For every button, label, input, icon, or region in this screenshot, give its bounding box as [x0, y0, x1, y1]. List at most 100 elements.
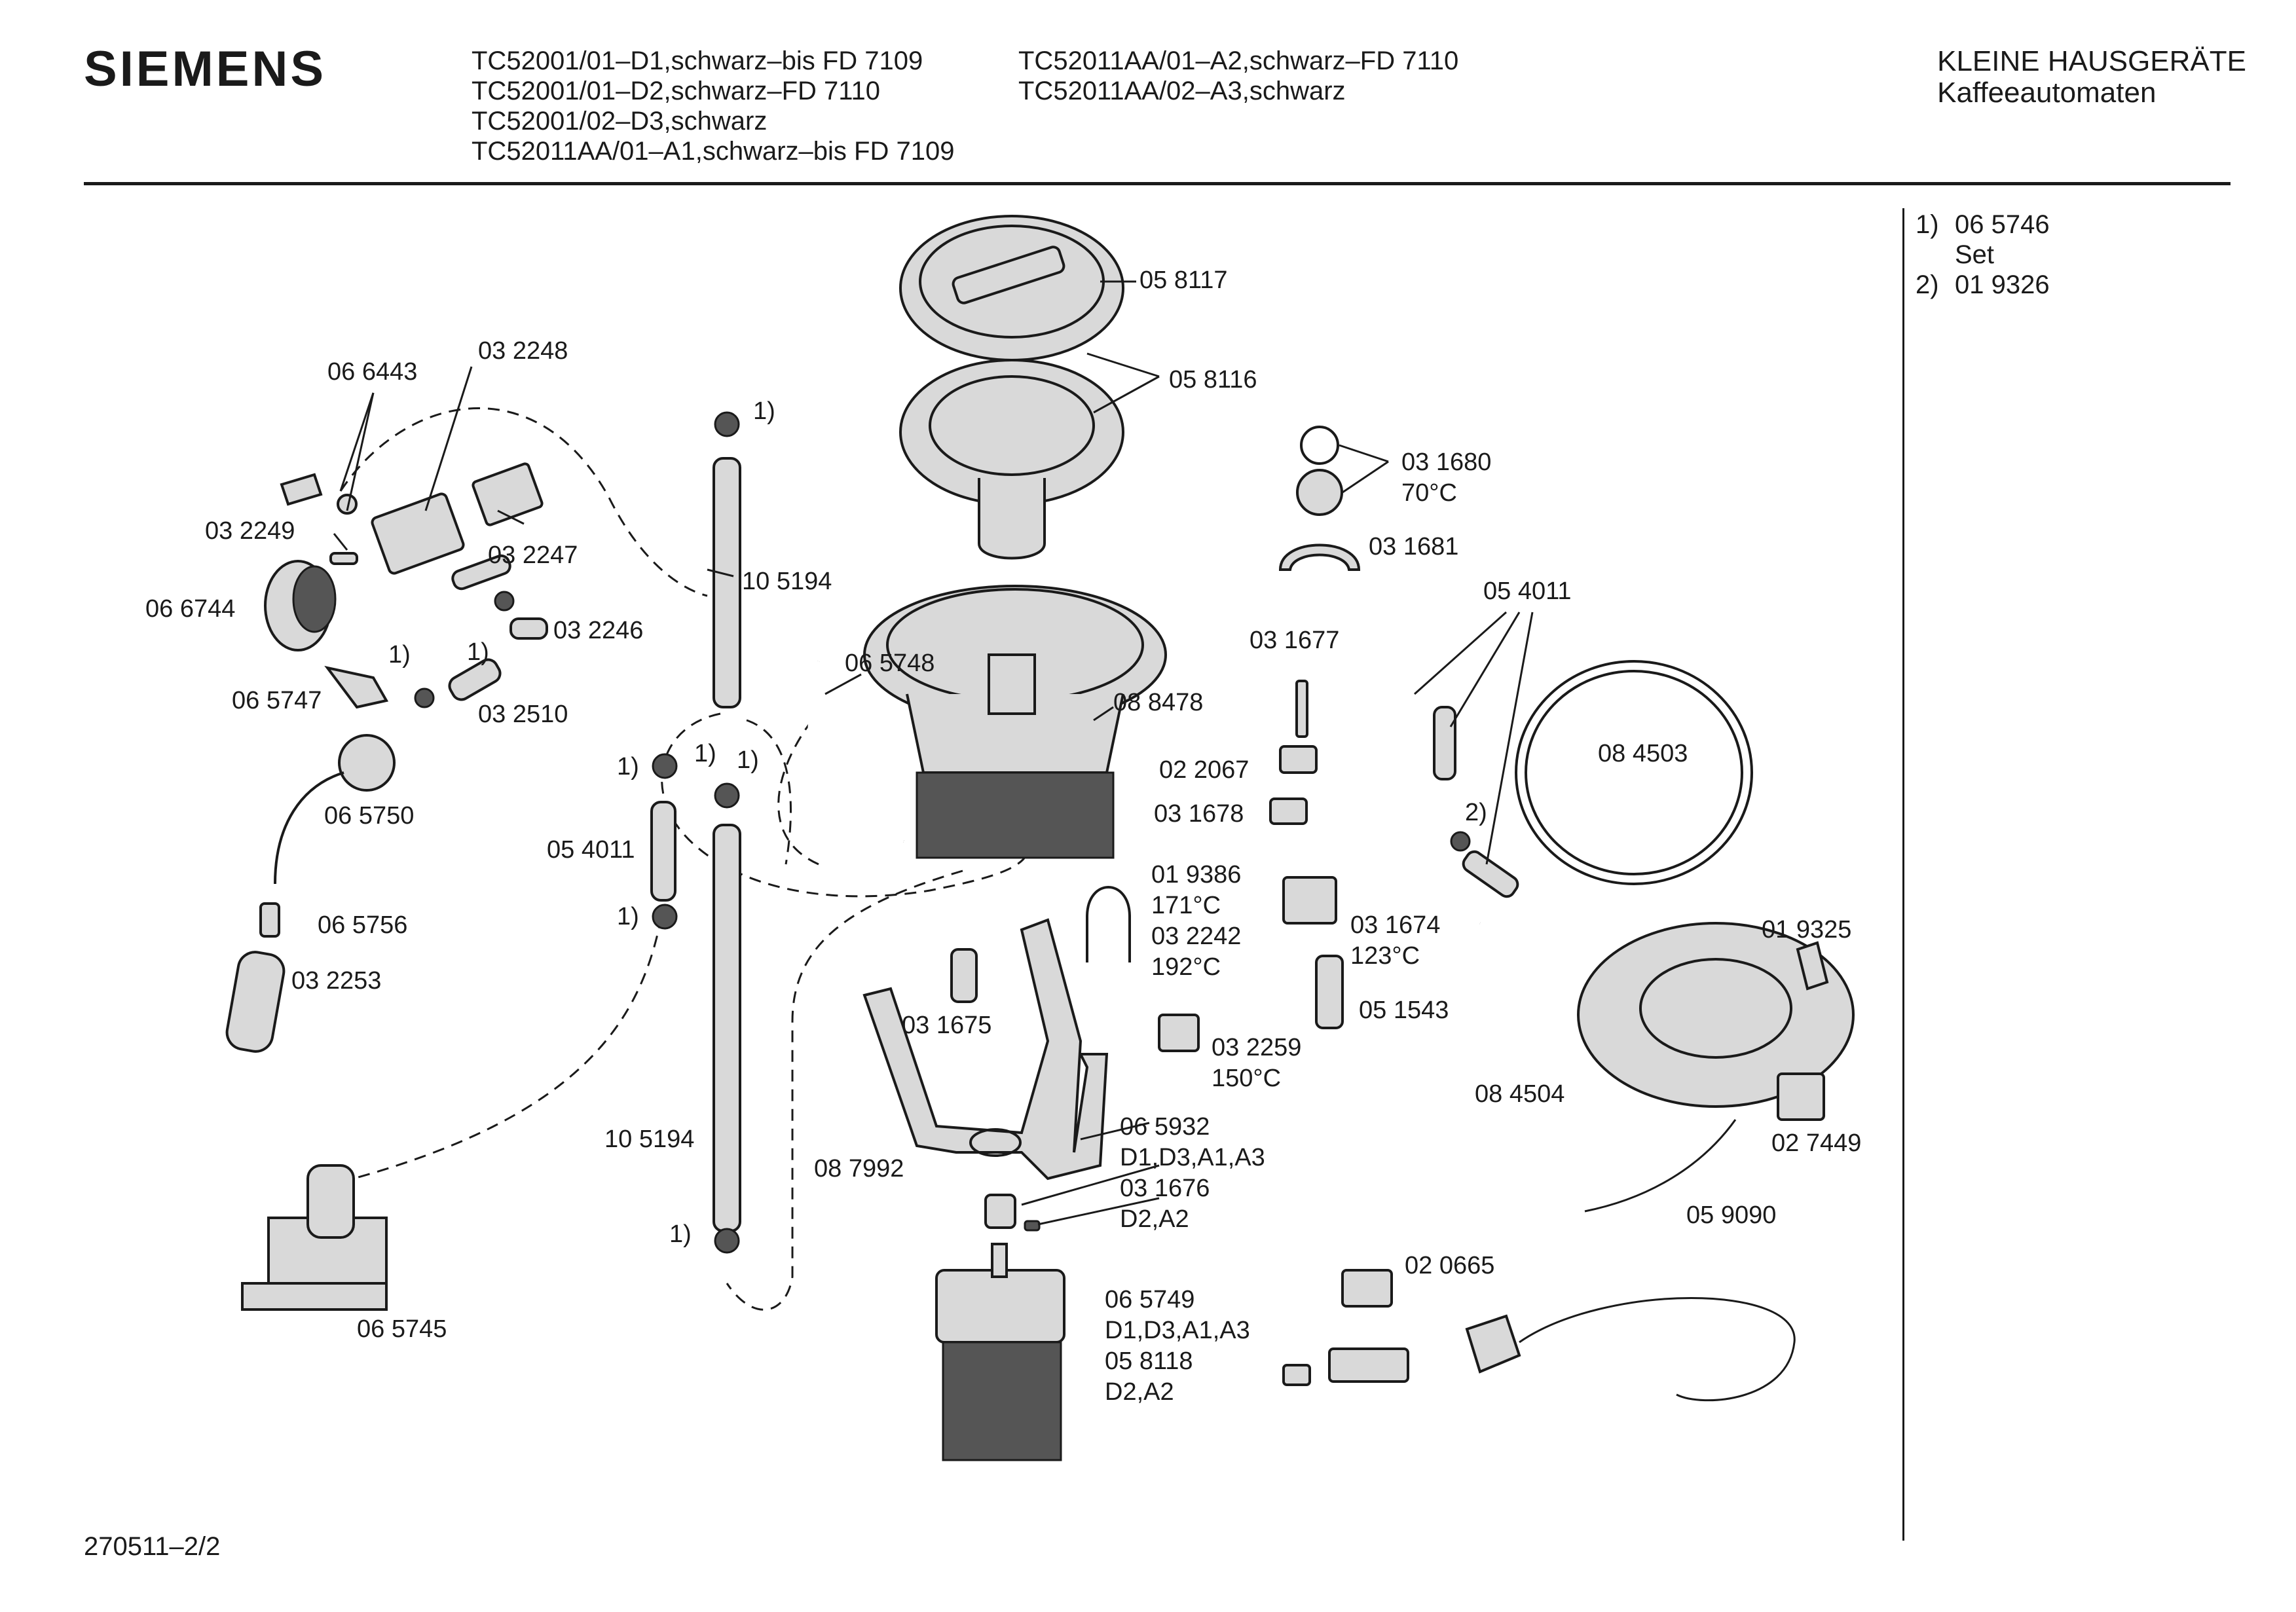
footnote-marker: 1)	[617, 753, 639, 780]
steam-pipe	[274, 771, 344, 885]
category-title: KLEINE HAUSGERÄTE	[1937, 45, 2246, 77]
header-divider	[84, 182, 2231, 185]
lever	[324, 665, 389, 709]
part-label: 05 4011	[547, 836, 635, 864]
footnote-marker: 1)	[737, 746, 759, 774]
thermostat-switch	[1158, 1014, 1200, 1052]
part-label: 06 5749	[1105, 1286, 1194, 1313]
document-id: 270511–2/2	[84, 1532, 221, 1561]
coupling	[984, 1194, 1016, 1229]
heating-plate	[1577, 922, 1855, 1108]
part-label: 08 7992	[814, 1155, 904, 1182]
heating-plate-center	[1639, 958, 1792, 1059]
model-line: TC52001/01–D1,schwarz–bis FD 7109	[472, 46, 923, 75]
part-label: 06 5756	[318, 911, 407, 939]
holder-clip	[1278, 543, 1361, 571]
note-number: 1)	[1916, 210, 1939, 239]
leader-lines	[333, 280, 1534, 1226]
part-label: 03 2248	[478, 337, 568, 365]
footnote-marker: 1)	[388, 641, 411, 669]
hose-clamp	[494, 591, 515, 612]
model-line: TC52001/02–D3,schwarz	[472, 107, 768, 136]
part-label: D1,D3,A1,A3	[1120, 1144, 1265, 1171]
cable-clamp	[1341, 1269, 1393, 1308]
note-row: 2) 01 9326	[1916, 270, 2050, 300]
short-tube	[1433, 706, 1456, 780]
part-label: 150°C	[1212, 1065, 1281, 1092]
part-label: 01 9386	[1151, 861, 1241, 888]
part-label: 03 1681	[1369, 533, 1458, 560]
part-label: 08 4503	[1598, 740, 1688, 767]
part-label: 10 5194	[742, 568, 832, 595]
tube-path-dashed	[726, 870, 963, 1311]
footnote-marker: 1)	[669, 1220, 692, 1248]
part-label: 03 2259	[1212, 1034, 1301, 1061]
pin	[1315, 955, 1344, 1029]
notes-divider	[1902, 208, 1904, 1541]
motor	[935, 1243, 1065, 1461]
hose-inner	[807, 661, 905, 849]
model-list-2: TC52011AA/01–A2,schwarz–FD 7110 TC52011A…	[1018, 46, 1458, 106]
hose-clamp	[652, 753, 678, 779]
part-label: 06 5750	[324, 802, 414, 830]
tube-path-dashed	[339, 407, 708, 597]
wire	[1584, 1119, 1737, 1213]
part-label: 08 4504	[1475, 1080, 1565, 1108]
category-block: KLEINE HAUSGERÄTE Kaffeeautomaten	[1937, 46, 2246, 109]
part-label: D2,A2	[1105, 1378, 1174, 1406]
hose-clamp	[414, 687, 435, 708]
terminal-small	[1282, 1364, 1311, 1386]
model-line: TC52011AA/01–A1,schwarz–bis FD 7109	[472, 137, 955, 166]
tube-path-dashed	[746, 719, 792, 865]
part-label: 05 9090	[1686, 1201, 1776, 1229]
part-label: 06 6443	[327, 358, 417, 386]
part-label: 05 1543	[1359, 997, 1449, 1024]
clip	[1269, 797, 1308, 825]
part-label: 06 5932	[1120, 1113, 1210, 1141]
part-label: 03 1678	[1154, 800, 1244, 828]
part-label: 06 6744	[145, 595, 235, 623]
motor-bracket	[862, 918, 1109, 1181]
seal-ring	[1300, 426, 1339, 465]
part-label: 03 1680	[1401, 449, 1491, 476]
power-plug	[1465, 1314, 1521, 1374]
sensor-pin	[1295, 680, 1308, 738]
hose-clamp	[714, 411, 740, 437]
part-label: 70°C	[1401, 479, 1457, 507]
footnote-marker: 1)	[467, 638, 489, 666]
part-label: 06 5748	[845, 650, 935, 677]
part-label: 03 2247	[488, 541, 578, 569]
part-label: 10 5194	[604, 1126, 694, 1153]
category-subtitle: Kaffeeautomaten	[1937, 77, 2157, 109]
part-label: 05 8117	[1139, 266, 1228, 294]
vertical-tube	[713, 457, 741, 708]
part-label: 02 0665	[1405, 1252, 1494, 1279]
drip-holder	[241, 1164, 388, 1311]
model-line: TC52011AA/01–A2,schwarz–FD 7110	[1018, 46, 1459, 75]
tube-path-dashed	[777, 720, 819, 866]
indicator-cap	[1296, 469, 1343, 516]
connector	[1450, 831, 1471, 852]
froth-tube	[225, 951, 286, 1053]
part-label: D1,D3,A1,A3	[1105, 1317, 1250, 1344]
part-label: 03 2249	[205, 517, 295, 545]
part-label: 01 9325	[1762, 916, 1851, 943]
part-label: 06 5745	[357, 1315, 447, 1343]
part-label: 03 1677	[1250, 627, 1339, 654]
part-label: 05 4011	[1483, 577, 1572, 605]
lid-frame	[899, 359, 1124, 560]
notes-panel: 1) 06 5746 Set 2) 01 9326	[1916, 210, 2050, 300]
part-label: 02 7449	[1771, 1129, 1861, 1157]
tube-path-dashed	[353, 916, 663, 1180]
part-label: 06 5747	[232, 687, 322, 714]
tank-seal-inner	[1525, 670, 1743, 875]
nozzle	[259, 902, 280, 938]
small-clip	[1279, 745, 1318, 774]
tank-seal	[1515, 660, 1753, 885]
footnote-marker: 1)	[617, 903, 639, 930]
part-label: 02 2067	[1159, 756, 1249, 784]
tube-piece	[448, 658, 502, 701]
model-line: TC52011AA/02–A3,schwarz	[1018, 77, 1346, 105]
terminal-block	[1328, 1347, 1409, 1383]
